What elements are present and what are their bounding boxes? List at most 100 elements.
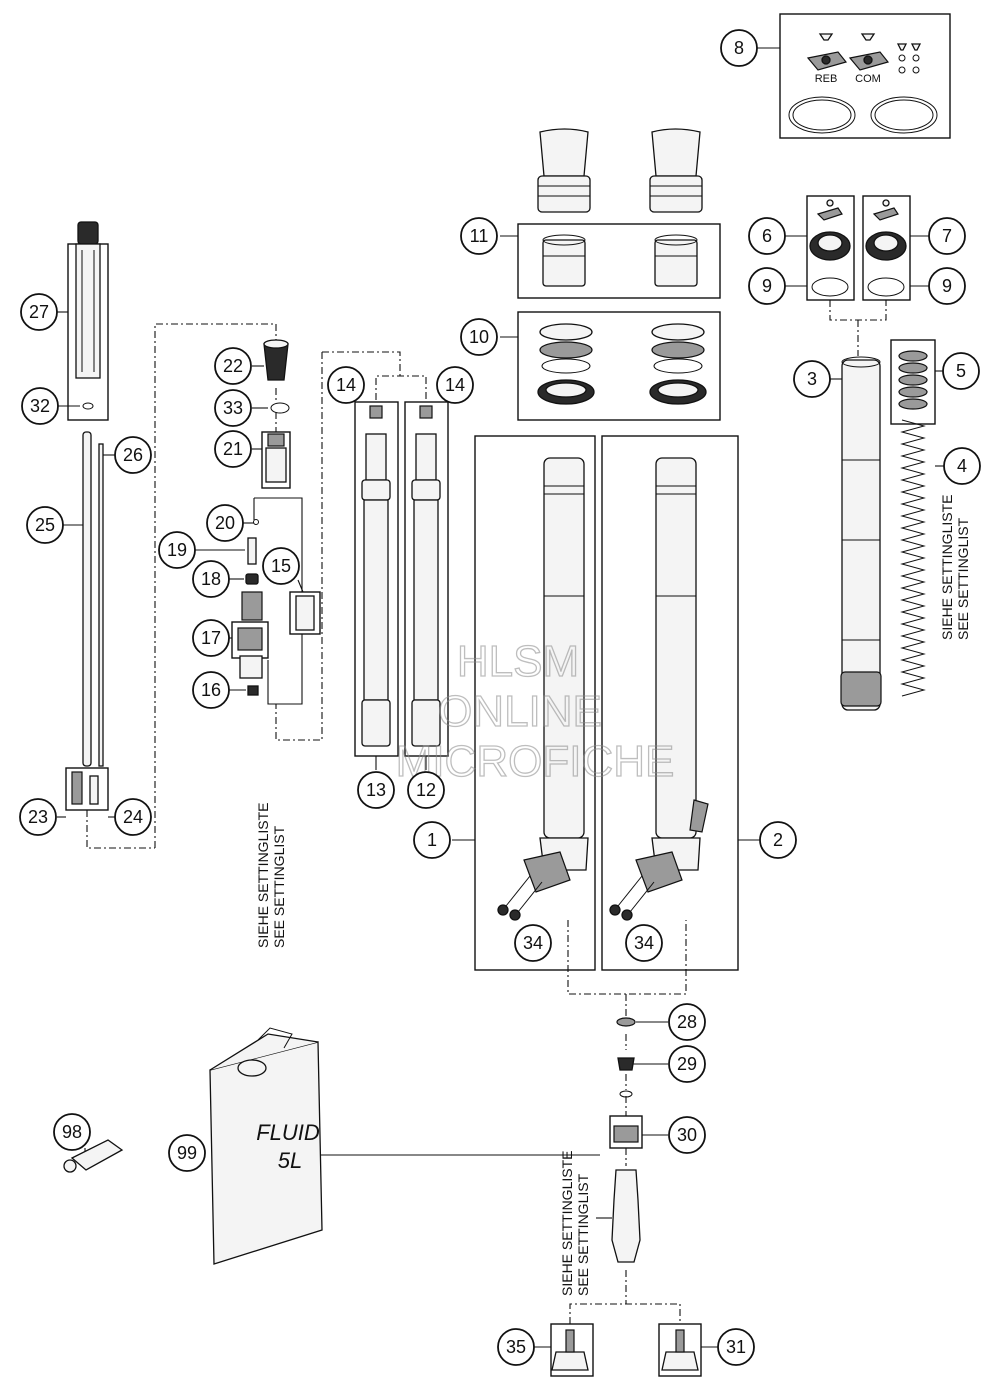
callout-20-label: 20 [215,513,235,533]
callout-14-right: 14 [436,366,474,404]
callout-1: 1 [413,821,451,859]
top-cap-kit: REB COM [788,33,938,134]
fork-seals [537,323,707,405]
callout-4: 4 [943,447,981,485]
callout-27: 27 [20,293,58,331]
can-label-fluid: FLUID [256,1120,320,1145]
callout-99-label: 99 [177,1143,197,1163]
callout-29-label: 29 [677,1054,697,1074]
callout-15: 15 [262,547,300,585]
callout-18: 18 [192,560,230,598]
assembly-lines [86,300,887,1324]
settinglist-note-en-spring: SEE SETTINGLIST [955,517,971,640]
fork-legs [497,457,709,921]
callout-12-label: 12 [416,780,436,800]
callout-1-label: 1 [427,830,437,850]
callout-11-label: 11 [470,226,489,246]
callout-28-label: 28 [677,1012,697,1032]
damper-cartridges [361,405,441,747]
settinglist-note-de-left: SIEHE SETTINGLISTE [255,803,271,948]
callout-31: 31 [717,1328,755,1366]
callout-16: 16 [192,671,230,709]
settinglist-note-en-left: SEE SETTINGLIST [271,825,287,948]
callout-9-left: 9 [748,267,786,305]
callout-34-left: 34 [514,924,552,962]
callout-32-label: 32 [30,396,50,416]
callout-35: 35 [497,1328,535,1366]
valve-stack-parts [237,339,315,696]
settinglist-note-de-bottom: SIEHE SETTINGLISTE [559,1151,575,1296]
callout-8-label: 8 [734,38,744,58]
callout-3-label: 3 [807,369,817,389]
leader-lines [57,47,945,1348]
callout-9-left-label: 9 [762,276,772,296]
callout-9-right: 9 [928,267,966,305]
watermark-line-3: MICROFICHE [396,737,675,786]
callout-14-right-label: 14 [445,375,465,395]
callout-18-label: 18 [201,569,221,589]
callout-7-label: 7 [942,226,952,246]
callout-14-left-label: 14 [336,375,356,395]
callout-21: 21 [214,430,252,468]
callout-23-label: 23 [28,807,48,827]
callout-6: 6 [748,217,786,255]
callout-33: 33 [214,389,252,427]
can-label-volume: 5L [278,1148,302,1173]
compression-label: COM [855,73,881,85]
callout-33-label: 33 [223,398,243,418]
piston-rods [82,431,104,767]
callout-32: 32 [21,387,59,425]
callout-25: 25 [26,506,64,544]
watermark-line-2: ONLINE [438,687,602,736]
callout-6-label: 6 [762,226,772,246]
callout-22-label: 22 [223,356,243,376]
callout-34-left-label: 34 [523,933,543,953]
grease-tube [63,1139,124,1173]
callout-34-right-label: 34 [634,933,654,953]
callout-4-label: 4 [957,456,967,476]
callout-2: 2 [759,821,797,859]
callout-30: 30 [668,1116,706,1154]
settinglist-note-en-bottom: SEE SETTINGLIST [575,1173,591,1296]
callout-3: 3 [793,360,831,398]
callout-13: 13 [357,771,395,809]
callout-29: 29 [668,1045,706,1083]
settinglist-notes: SIEHE SETTINGLISTE SEE SETTINGLIST SIEHE… [255,803,591,1296]
callout-19-label: 19 [167,540,187,560]
callout-5: 5 [942,352,980,390]
fork-top-bushings [537,128,703,213]
callout-98-label: 98 [62,1122,82,1142]
preload-spring [898,350,928,410]
callout-27-label: 27 [29,302,49,322]
rod-end-parts [71,771,99,805]
callout-15-label: 15 [271,556,291,576]
callout-23: 23 [19,798,57,836]
settinglist-note-de-spring: SIEHE SETTINGLISTE [939,495,955,640]
outer-tube [840,356,882,711]
callout-20: 20 [206,504,244,542]
callout-99: 99 [168,1134,206,1172]
slide-bushings [542,234,698,287]
fork-oil-can: FLUID 5L [209,1027,323,1265]
watermark: HLSM ONLINE MICROFICHE [395,636,675,786]
callout-5-label: 5 [956,361,966,381]
callout-28: 28 [668,1003,706,1041]
callout-17: 17 [192,619,230,657]
callout-22: 22 [214,347,252,385]
screw-caps [809,199,907,297]
callout-8: 8 [720,29,758,67]
hydraulic-stop-parts [75,221,101,410]
callout-21-label: 21 [223,439,243,459]
callout-98: 98 [53,1113,91,1151]
watermark-line-1: HLSM [457,637,579,686]
callout-30-label: 30 [677,1125,697,1145]
callouts: 1 2 3 4 5 6 7 8 9 9 10 11 12 13 14 14 15… [19,29,981,1366]
callout-26: 26 [114,436,152,474]
callout-26-label: 26 [123,445,143,465]
bottom-valve-parts [551,1017,699,1371]
callout-11: 11 [460,217,498,255]
callout-13-label: 13 [366,780,386,800]
callout-14-left: 14 [327,366,365,404]
callout-10-label: 10 [469,327,489,347]
